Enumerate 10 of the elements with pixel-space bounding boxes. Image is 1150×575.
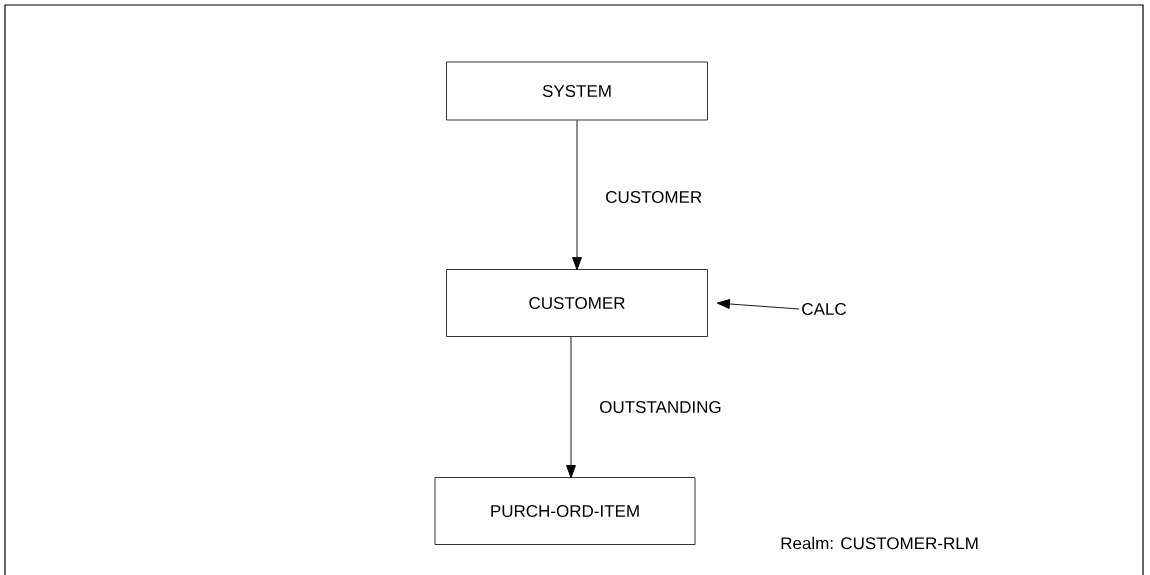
arrow <box>566 336 576 479</box>
node-label: CALC <box>802 303 847 316</box>
edge-label: OUTSTANDING <box>597 399 724 415</box>
edge-label: CUSTOMER <box>603 189 705 205</box>
process-box: PURCH-ORD-ITEM <box>434 477 696 545</box>
process-box: CUSTOMER <box>446 269 708 337</box>
arrow <box>716 299 800 310</box>
arrow <box>572 119 582 271</box>
process-box: SYSTEM <box>446 61 708 121</box>
note: Realm: CUSTOMER-RLM <box>781 536 978 550</box>
